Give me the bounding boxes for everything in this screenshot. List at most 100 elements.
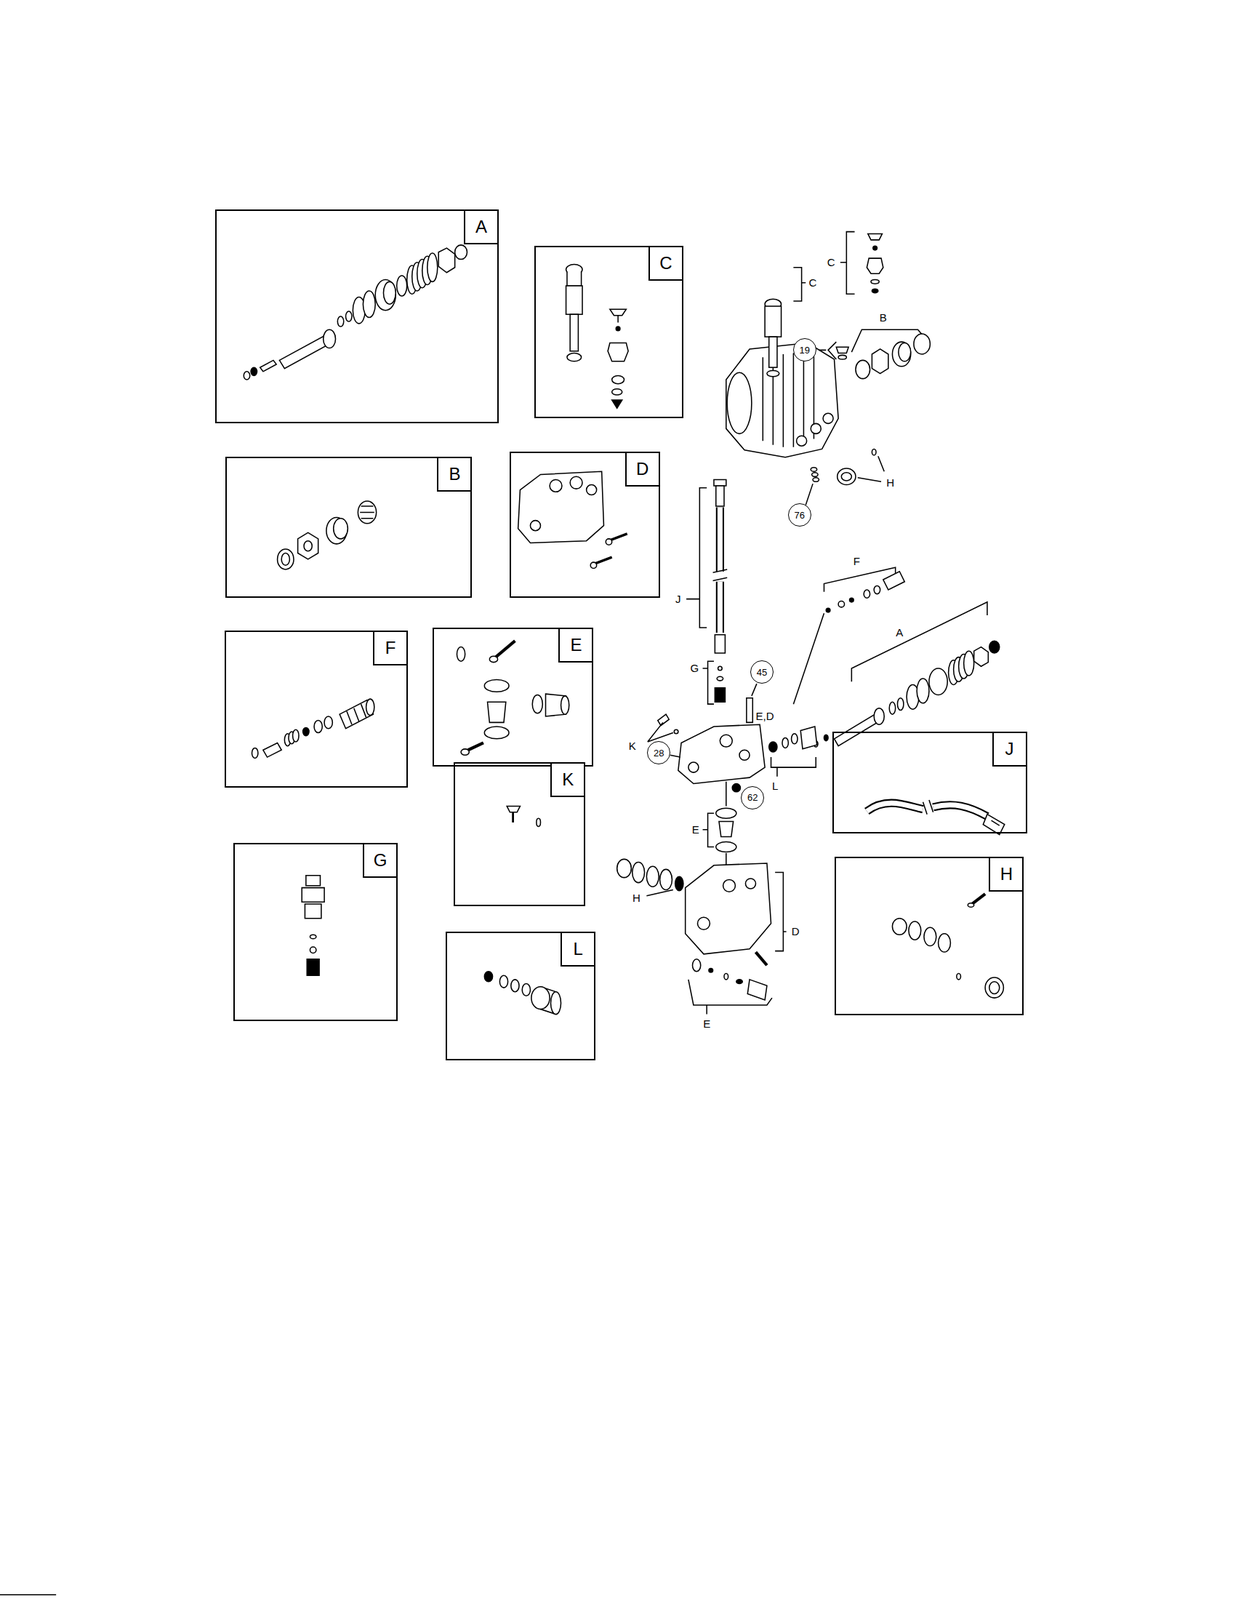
- hose-and-head: [916, 678, 930, 704]
- kit-f-parts: [346, 703, 367, 725]
- callout-number: 45: [756, 667, 767, 677]
- kit-j-parts: [866, 799, 1004, 835]
- pump-crankcase: [898, 343, 911, 362]
- hose-and-head: [873, 585, 880, 594]
- kit-e-parts: [456, 640, 569, 755]
- kit-h-parts: [908, 921, 922, 940]
- kit-letter: K: [561, 770, 574, 789]
- kit-letter-tab: D: [625, 452, 659, 487]
- hose-and-head: [678, 724, 765, 783]
- kit-b-parts: [333, 518, 349, 539]
- part-letter: C: [808, 276, 818, 288]
- pump-crankcase: [871, 348, 888, 374]
- kit-h-parts: [892, 918, 907, 935]
- kit-c-parts: [612, 375, 625, 384]
- hose-and-head: [703, 660, 714, 704]
- hose-and-head: [747, 979, 767, 1000]
- kit-box: D: [509, 451, 660, 598]
- kit-letter: A: [475, 218, 488, 236]
- kit-letter: F: [385, 639, 397, 657]
- part-letter: E,D: [755, 710, 775, 722]
- pump-crankcase: [796, 435, 807, 446]
- kit-j-parts: [933, 804, 988, 817]
- hose-and-head: [692, 958, 701, 972]
- hose-and-head: [716, 676, 723, 681]
- kit-letter-tab: K: [550, 763, 584, 797]
- kit-letter-tab: B: [436, 458, 471, 492]
- kit-a-parts: [250, 367, 257, 376]
- kit-c-parts: [567, 353, 582, 362]
- hose-and-head: [716, 485, 725, 506]
- hose-and-head: [755, 951, 767, 965]
- part-letter: L: [771, 780, 779, 791]
- pump-crankcase: [866, 258, 883, 274]
- hose-and-head: [989, 640, 1000, 653]
- kit-letter-tab: A: [463, 210, 498, 245]
- kit-d-parts: [518, 471, 605, 543]
- kit-g-parts: [309, 934, 316, 939]
- pump-crankcase: [810, 423, 821, 434]
- kit-c-parts: [612, 399, 623, 408]
- kit-h-parts: [989, 981, 1000, 994]
- part-letter: C: [826, 256, 837, 268]
- kit-k-parts: [506, 805, 520, 812]
- kit-e-parts: [495, 640, 516, 657]
- hose-and-head: [889, 701, 895, 714]
- kit-f-parts: [292, 729, 299, 742]
- page-rule: [0, 1593, 56, 1595]
- kit-e-parts: [484, 726, 509, 739]
- pump-crankcase: [769, 336, 778, 368]
- kit-b-parts: [298, 532, 319, 559]
- hose-and-head: [685, 862, 772, 954]
- kit-a-parts: [396, 275, 408, 296]
- hose-and-head: [714, 634, 725, 653]
- hose-and-head: [716, 841, 737, 853]
- kit-e-parts: [489, 655, 498, 662]
- kit-b-parts: [357, 500, 376, 524]
- hose-and-head: [782, 737, 789, 748]
- hose-and-head: [716, 807, 737, 818]
- kit-letter: L: [573, 940, 584, 958]
- kit-f-parts: [251, 747, 258, 758]
- part-letter: J: [674, 593, 682, 605]
- hose-and-head: [714, 687, 725, 703]
- kit-j-parts: [933, 804, 988, 817]
- kit-d-parts: [518, 471, 628, 568]
- pump-crankcase: [836, 346, 849, 353]
- hose-and-head: [825, 607, 831, 613]
- kit-a-parts: [323, 329, 336, 348]
- callout-circle: 76: [788, 503, 812, 527]
- hose-and-head: [723, 878, 736, 892]
- hose-and-head: [793, 612, 824, 704]
- hose-and-head: [632, 862, 645, 883]
- hose-and-head: [646, 889, 673, 895]
- hose-and-head: [929, 668, 948, 695]
- kit-c-parts: [566, 285, 583, 315]
- kit-h-parts: [985, 977, 1004, 998]
- kit-l-parts: [511, 979, 520, 992]
- callout-number: 62: [747, 792, 758, 802]
- kit-letter-tab: H: [988, 857, 1023, 892]
- kit-letter: D: [636, 460, 649, 478]
- pump-crankcase: [855, 359, 871, 379]
- pump-crankcase: [868, 233, 883, 240]
- pump-crankcase: [818, 341, 837, 360]
- pump-crankcase: [727, 372, 752, 434]
- kit-h-parts: [938, 933, 951, 952]
- kit-box: E: [432, 627, 594, 767]
- kit-c-parts: [607, 343, 629, 362]
- kit-h-parts: [892, 893, 1004, 998]
- kit-k-parts: [511, 812, 514, 823]
- kit-h-parts: [924, 926, 937, 946]
- kit-f-parts: [314, 720, 323, 733]
- kit-letter-tab: G: [362, 844, 397, 878]
- part-letter: D: [790, 925, 801, 937]
- kit-c-parts: [569, 314, 578, 352]
- part-letter: H: [631, 892, 642, 903]
- kit-e-parts: [460, 748, 469, 755]
- hose-and-head: [732, 783, 741, 792]
- hose-and-head: [851, 601, 988, 682]
- callout-circle: 28: [647, 740, 671, 765]
- kit-letter-tab: F: [372, 631, 407, 666]
- kit-letter: G: [373, 851, 388, 869]
